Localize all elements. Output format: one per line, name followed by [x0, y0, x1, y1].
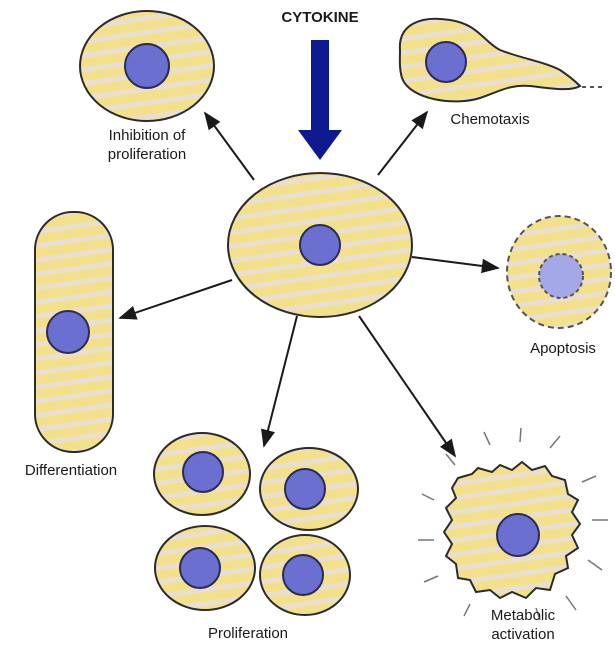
- apoptosis-label: Apoptosis: [530, 340, 596, 357]
- metabolic-label-line2: activation: [491, 626, 554, 643]
- proliferation-cell-4: [260, 535, 350, 615]
- cytokine-arrow: [298, 40, 342, 160]
- proliferation-nucleus-1: [183, 452, 223, 492]
- chemotaxis-label: Chemotaxis: [450, 111, 529, 128]
- differentiation-label: Differentiation: [25, 462, 117, 479]
- arrow-to-metabolic: [359, 316, 455, 456]
- proliferation-label: Proliferation: [208, 625, 288, 642]
- differentiation-nucleus: [47, 311, 89, 353]
- arrow-to-apoptosis: [412, 257, 498, 268]
- metabolic-nucleus: [497, 514, 539, 556]
- proliferation-cell-2: [260, 448, 358, 530]
- arrow-to-inhibition: [205, 113, 254, 180]
- differentiation-cell: [35, 212, 113, 452]
- chemotaxis-nucleus: [426, 42, 466, 82]
- inhibition-cell: [80, 11, 214, 121]
- proliferation-cell-1: [154, 433, 250, 515]
- inhibition-label-line2: proliferation: [108, 146, 186, 163]
- proliferation-nucleus-3: [180, 548, 220, 588]
- arrow-to-chemotaxis: [378, 112, 427, 175]
- cytokine-title: CYTOKINE: [281, 9, 358, 26]
- proliferation-nucleus-2: [285, 469, 325, 509]
- proliferation-cell-3: [155, 526, 255, 610]
- proliferation-nucleus-4: [283, 555, 323, 595]
- apoptosis-nucleus: [539, 254, 583, 298]
- inhibition-label-line1: Inhibition of: [109, 127, 187, 144]
- apoptosis-cell: [507, 216, 611, 328]
- metabolic-label-line1: Metabolic: [491, 607, 556, 624]
- chemotaxis-cell: [400, 19, 603, 102]
- inhibition-nucleus: [125, 44, 169, 88]
- arrow-to-proliferation: [264, 316, 297, 446]
- central-cell: [228, 173, 412, 317]
- central-nucleus: [300, 225, 340, 265]
- metabolic-activation-cell: [418, 428, 608, 620]
- arrow-to-differentiation: [120, 280, 232, 318]
